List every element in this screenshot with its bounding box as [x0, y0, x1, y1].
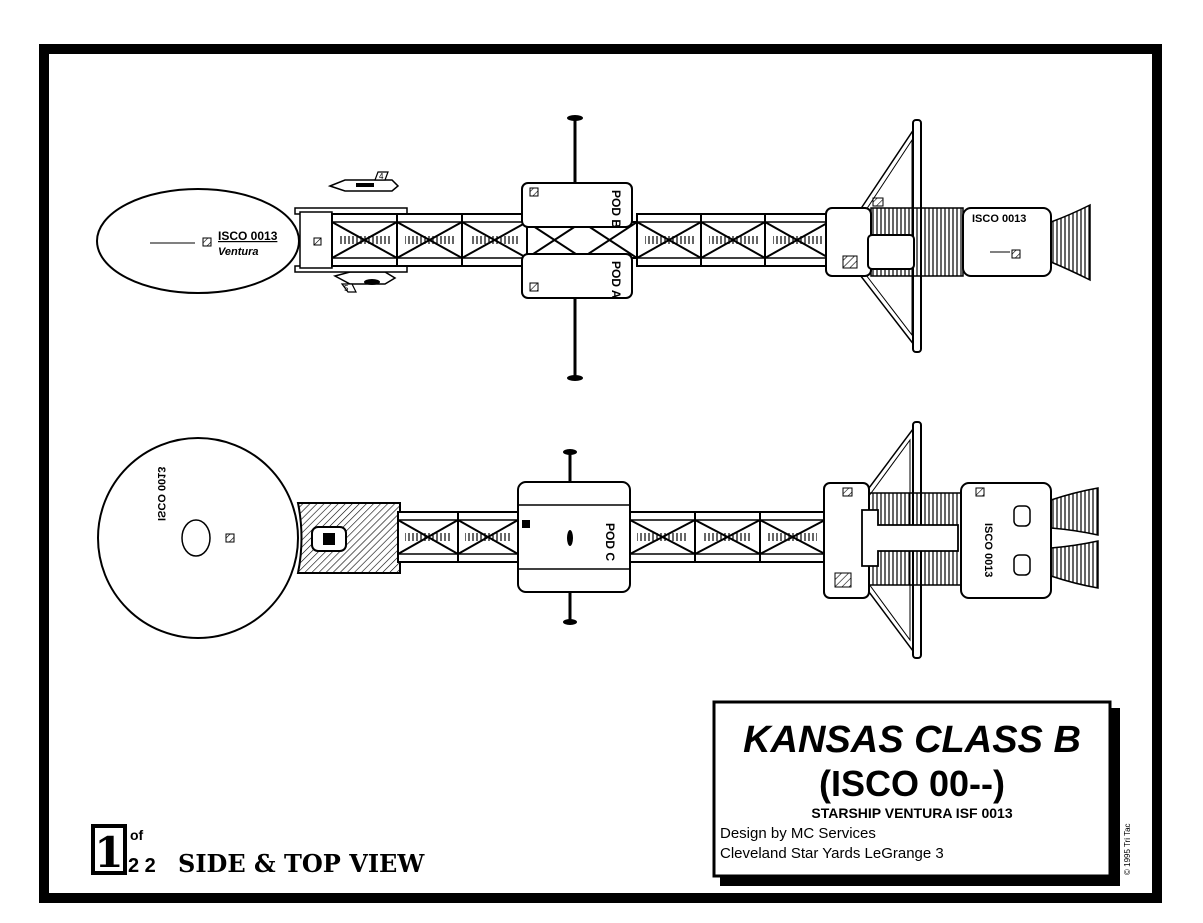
side-view: 4 5 ISCO 0013 Ventura — [96, 115, 1091, 381]
sheet-number: 1 of 2 2 SIDE & TOP VIEW — [91, 824, 425, 878]
saucer-registry-label: ISCO 0013 — [218, 229, 278, 243]
ship-name: STARSHIP VENTURA ISF 0013 — [811, 805, 1012, 821]
pod-b-label: POD B — [609, 190, 623, 228]
shipyard-credit: Cleveland Star Yards LeGrange 3 — [720, 845, 944, 862]
mast-cap-top — [567, 115, 583, 121]
pod-a-label: POD A — [609, 261, 623, 299]
pod-c-label: POD C — [603, 523, 617, 561]
view-title: SIDE & TOP VIEW — [178, 849, 425, 878]
pod-a: POD A — [521, 253, 633, 299]
engine-registry-label: ISCO 0013 — [972, 213, 1026, 225]
top-view: ISCO 0013 — [97, 421, 1099, 659]
pod-c: POD C — [517, 481, 631, 593]
engine-top-registry: ISCO 0013 — [982, 523, 994, 577]
engine-side: ISCO 0013 — [825, 119, 1091, 353]
shuttle-4-number: 4 — [379, 172, 384, 181]
saucer-side — [96, 188, 300, 294]
page-number: 1 — [94, 828, 123, 877]
mast-cap-bottom — [567, 375, 583, 381]
sheet-border — [39, 44, 1162, 903]
shuttle-5-number: 5 — [344, 284, 349, 293]
registry-range: (ISCO 00--) — [819, 763, 1005, 804]
designer-credit: Design by MC Services — [720, 825, 876, 842]
class-name: KANSAS CLASS B — [743, 719, 1081, 761]
total-pages: 2 2 — [128, 855, 156, 877]
saucer-ship-name: Ventura — [218, 246, 259, 258]
shuttle-5: 5 — [332, 271, 397, 293]
shuttle-4: 4 — [327, 171, 400, 192]
engine-top: ISCO 0013 — [823, 421, 1099, 659]
pod-b: POD B — [521, 182, 633, 228]
saucer-top-registry: ISCO 0013 — [155, 467, 167, 521]
of-label: of — [130, 827, 144, 843]
copyright-notice: © 1995 Tri Tac — [1123, 823, 1132, 875]
title-block: KANSAS CLASS B (ISCO 00--) STARSHIP VENT… — [712, 700, 1120, 886]
